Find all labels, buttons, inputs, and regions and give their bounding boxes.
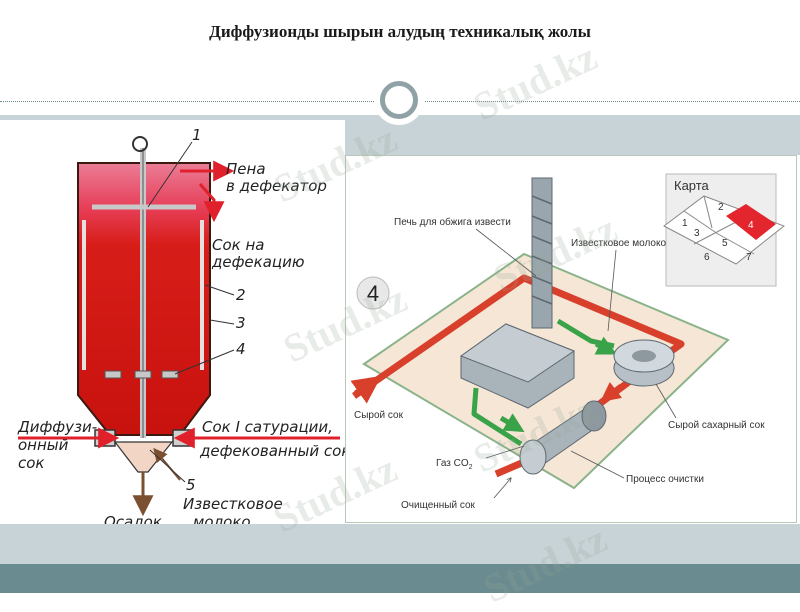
purification-process-diagram: 4 Печь для обжига извести Известковое мо…: [345, 155, 797, 523]
map-cell-5: 5: [722, 238, 728, 249]
purification-tank: [519, 400, 607, 475]
juice-arrow: [198, 183, 225, 223]
footer-band: [0, 564, 800, 593]
label-process: Процесс очистки: [626, 474, 704, 485]
label-sok-2: дефекацию: [211, 253, 305, 271]
map-cell-6: 6: [704, 252, 710, 263]
map-cell-7: 7: [746, 252, 752, 263]
label-5: 5: [186, 476, 196, 494]
label-diff-3: сок: [18, 454, 44, 472]
kiln-tower: [531, 177, 553, 329]
green-pipe: [471, 387, 523, 447]
label-pech: Печь для обжига извести: [394, 216, 511, 228]
label-diff-1: Диффузи-: [17, 418, 97, 436]
bottom-cone: [113, 441, 174, 473]
circle-ornament-icon: [380, 81, 418, 119]
label-diff-2: онный: [18, 436, 69, 454]
label-pena-2: в дефекатор: [226, 177, 327, 195]
label-gaz: Газ CO2: [436, 458, 473, 471]
label-1: 1: [192, 126, 202, 144]
map-title: Карта: [674, 178, 710, 193]
label-4: 4: [236, 340, 246, 358]
label-moloko: Известковое молоко: [571, 238, 666, 249]
map-cell-4: 4: [748, 220, 754, 231]
lower-band: [0, 524, 800, 564]
label-syroy-sahar: Сырой сахарный сок: [668, 420, 765, 431]
process-svg: 4 Печь для обжига извести Известковое мо…: [350, 173, 786, 511]
lower-stirrer-left: [104, 370, 122, 379]
label-2: 2: [236, 286, 246, 304]
map-inset: Карта 1 2 3 4 5 6 7: [663, 173, 786, 287]
slide-title: Диффузионды шырын алудың техникалық жолы: [209, 22, 591, 41]
label-syroy: Сырой сок: [354, 410, 404, 421]
map-cell-2: 2: [718, 202, 724, 213]
shaft-hook-icon: [132, 136, 148, 152]
step-badge: [356, 276, 390, 310]
label-sat-1: Сок I сатурации,: [202, 418, 333, 436]
lime-milk-arrow: [153, 447, 181, 481]
diffusion-apparatus-diagram: 1 Пена в дефекатор Сок на дефекацию 2 3 …: [0, 120, 350, 540]
apparatus-svg: 1 Пена в дефекатор Сок на дефекацию 2 3 …: [17, 126, 350, 531]
label-3: 3: [236, 314, 246, 332]
step-number: 4: [367, 281, 379, 306]
map-cell-1: 1: [682, 218, 688, 229]
label-ochish: Очищенный сок: [401, 500, 476, 511]
map-cell-3: 3: [694, 228, 700, 239]
lower-stirrer-right: [161, 370, 179, 379]
map-active-cell: [726, 204, 776, 240]
label-pena-1: Пена: [226, 160, 266, 178]
label-sat-2: дефекованный сок: [199, 442, 345, 460]
label-sok-1: Сок на: [212, 236, 264, 254]
label-izv-1: Известковое: [183, 495, 283, 513]
